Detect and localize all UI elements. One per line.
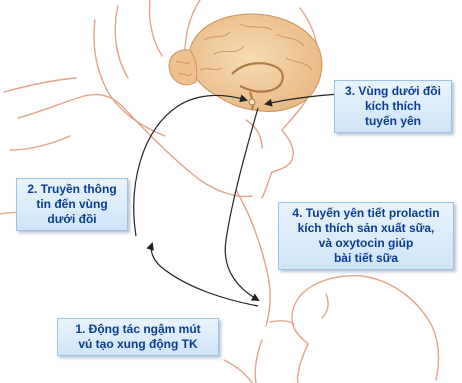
step-2-line-1: 2. Truyền thông xyxy=(22,182,122,197)
step-4-line-3: và oxytocin giúp xyxy=(284,236,448,251)
step-2-line-3: dưới đồi xyxy=(22,212,122,227)
neural-pathway-arrows xyxy=(134,94,340,306)
step-3-line-3: tuyến yên xyxy=(340,114,446,129)
brain-graphic xyxy=(169,14,322,111)
arrow-to-hypothalamus xyxy=(134,95,246,236)
step-4-line-2: kích thích sản xuất sữa, xyxy=(284,221,448,236)
step-3-line-2: kích thích xyxy=(340,99,446,114)
step-2-box: 2. Truyền thông tin đến vùng dưới đồi xyxy=(16,178,128,231)
step-4-line-4: bài tiết sữa xyxy=(284,251,448,266)
step-1-line-2: vú tạo xung động TK xyxy=(63,337,213,352)
step-3-line-1: 3. Vùng dưới đồi xyxy=(340,84,446,99)
step-4-line-1: 4. Tuyến yên tiết prolactin xyxy=(284,206,448,221)
step-3-box: 3. Vùng dưới đồi kích thích tuyến yên xyxy=(334,80,452,133)
step-1-line-1: 1. Động tác ngậm mút xyxy=(63,322,213,337)
arrow-breast-to-brain xyxy=(151,244,258,306)
step-2-line-2: tin đến vùng xyxy=(22,197,122,212)
baby-figure xyxy=(224,276,439,383)
step-1-box: 1. Động tác ngậm mút vú tạo xung động TK xyxy=(57,318,219,356)
arrow-pituitary-to-breast xyxy=(225,108,258,300)
step-4-box: 4. Tuyến yên tiết prolactin kích thích s… xyxy=(278,202,454,270)
